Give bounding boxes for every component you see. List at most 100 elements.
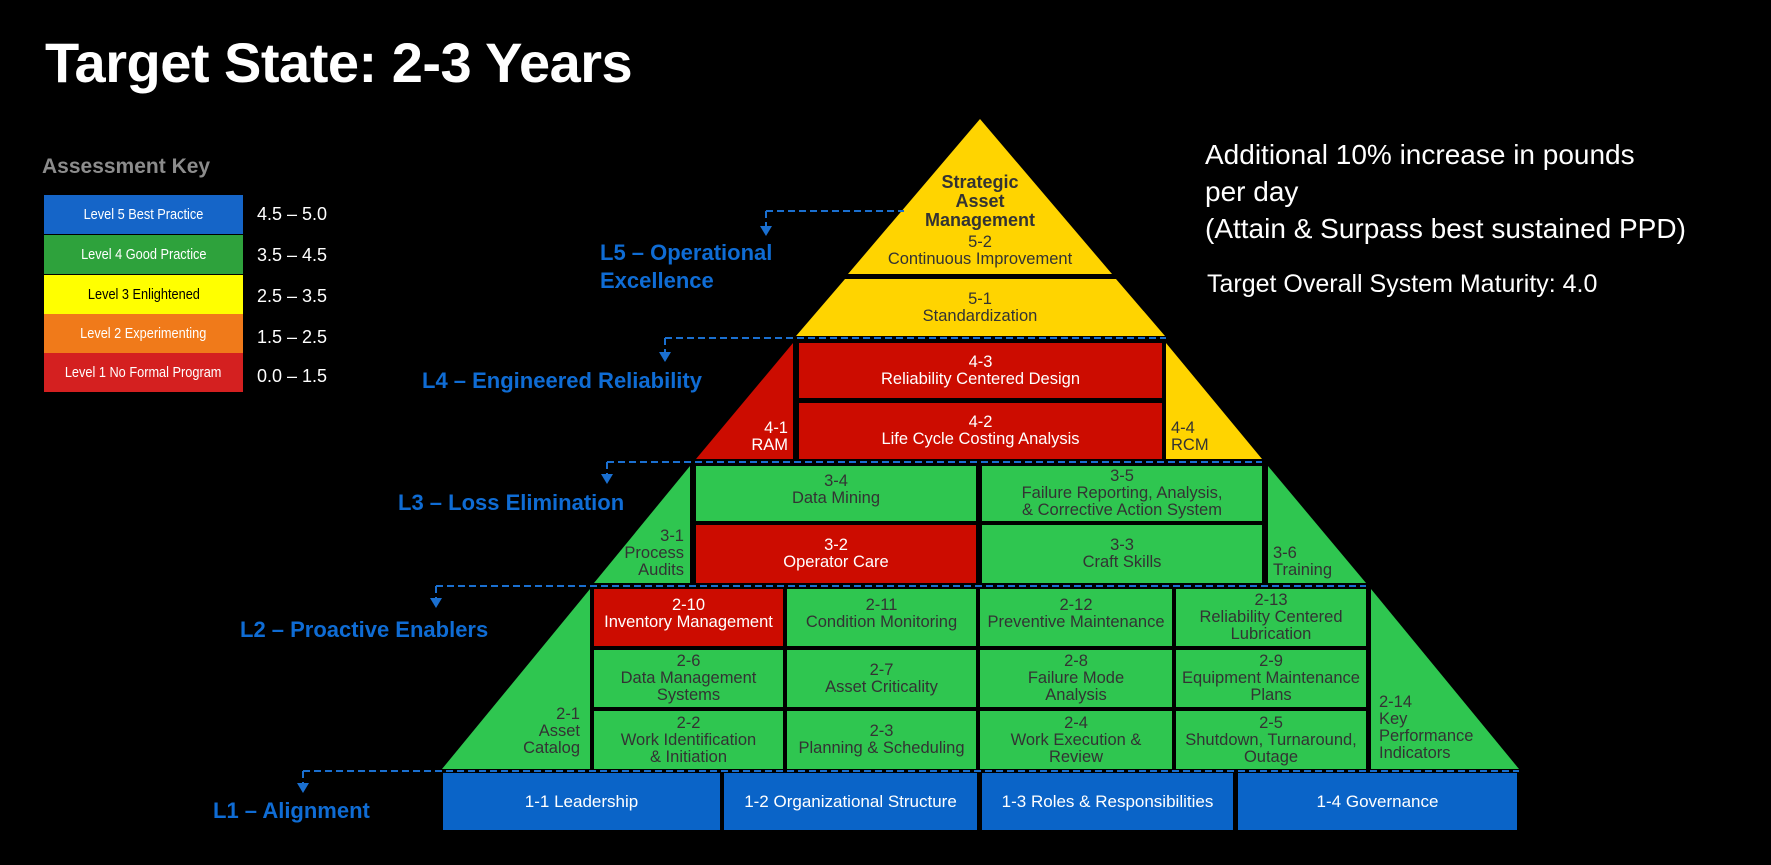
- key-range-4: 3.5 – 4.5: [257, 245, 328, 265]
- key-range-3: 2.5 – 3.5: [257, 286, 328, 306]
- item-id: 4-4: [1171, 419, 1195, 437]
- arrow-down-icon: [659, 352, 671, 362]
- item-id: 2-7: [869, 660, 894, 679]
- key-range-1: 0.0 – 1.5: [257, 366, 328, 386]
- l2-box-2-12: [980, 589, 1172, 646]
- item-name: Data Management: [620, 669, 757, 687]
- l2-box-2-10: [594, 589, 783, 646]
- l2-box-2-2: [594, 711, 783, 769]
- l2-box-2-11: [787, 589, 976, 646]
- goal-line-2: per day: [1205, 176, 1299, 207]
- key-level-3: Level 3 Enlightened: [44, 275, 243, 314]
- item-name: Analysis: [1045, 686, 1107, 704]
- goal-text: Additional 10% increase in pounds per da…: [1205, 136, 1686, 247]
- level-label-l2: L2 – Proactive Enablers: [240, 617, 489, 642]
- l4-box-4-3: [799, 343, 1162, 398]
- level-label-l3: L3 – Loss Elimination: [398, 490, 625, 515]
- item-4-4: 4-4 RCM: [1171, 420, 1209, 454]
- item-2-11: 2-11 Condition Monitoring: [787, 589, 976, 639]
- l2-box-2-3: [787, 711, 976, 769]
- target-maturity: Target Overall System Maturity: 4.0: [1207, 270, 1598, 298]
- item-name: & Corrective Action System: [1022, 501, 1222, 519]
- item-name: Preventive Maintenance: [987, 613, 1165, 631]
- item-id: 2-8: [1064, 652, 1088, 670]
- item-name: Equipment Maintenance: [1182, 669, 1360, 687]
- item-name: Asset Criticality: [825, 677, 938, 696]
- item-3-4: 3-4 Data Mining: [696, 466, 976, 514]
- item-id: 2-9: [1259, 652, 1283, 670]
- item-5-1: 5-1 Standardization: [860, 288, 1100, 328]
- item-id: 2-12: [1059, 596, 1093, 614]
- item-id: 3-1: [660, 527, 684, 545]
- item-id: 2-13: [1254, 591, 1288, 609]
- l3-box-3-4: [696, 466, 976, 521]
- item-name: Life Cycle Costing Analysis: [881, 430, 1080, 448]
- item-name: Plans: [1250, 686, 1292, 704]
- item-id: 3-6: [1273, 544, 1297, 562]
- item-id: 2-2: [676, 713, 701, 732]
- level-label-l4: L4 – Engineered Reliability: [422, 368, 702, 393]
- item-id: 2-1: [556, 705, 580, 723]
- l4-triangle-4-1: [696, 343, 793, 459]
- strategic-asset-management-title: Strategic Asset Management: [880, 172, 1080, 230]
- item-name: Failure Mode: [1027, 669, 1125, 687]
- item-name: Operator Care: [783, 553, 889, 571]
- item-2-10: 2-10 Inventory Management: [594, 589, 783, 639]
- item-id: 5-1: [968, 290, 992, 308]
- arrow-icons: [297, 226, 772, 793]
- l3-box-3-5: [982, 466, 1262, 521]
- item-name: Shutdown, Turnaround,: [1185, 730, 1357, 749]
- item-name: Indicators: [1379, 744, 1451, 762]
- item-1-3-roles-responsibilities: 1-3 Roles & Responsibilities: [982, 773, 1233, 830]
- item-2-9: 2-9 Equipment Maintenance Plans: [1176, 650, 1366, 707]
- item-1-2-organizational-structure: 1-2 Organizational Structure: [724, 773, 977, 830]
- apex-title-line: Strategic: [941, 171, 1019, 192]
- key-level-5: Level 5 Best Practice: [44, 195, 243, 234]
- item-5-2: 5-2 Continuous Improvement: [860, 232, 1100, 270]
- l2-triangle-2-1: [442, 589, 590, 769]
- item-3-1: 3-1 Process Audits: [610, 528, 684, 579]
- l2-box-2-8: [980, 650, 1172, 707]
- item-name: Performance: [1379, 727, 1474, 745]
- key-level-4: Level 4 Good Practice: [44, 235, 243, 274]
- item-id: 2-4: [1064, 713, 1088, 732]
- assessment-key-title: Assessment Key: [42, 155, 211, 178]
- item-id: 3-2: [824, 536, 848, 554]
- item-id: 2-3: [869, 722, 894, 740]
- item-name: Condition Monitoring: [805, 613, 958, 631]
- l2-box-2-4: [980, 711, 1172, 769]
- l2-box-2-13: [1176, 589, 1366, 646]
- page-title: Target State: 2-3 Years: [45, 31, 633, 94]
- item-name: RAM: [751, 436, 788, 454]
- item-id: 4-2: [968, 413, 993, 431]
- l3-triangle-3-6: [1268, 466, 1366, 583]
- item-2-5: 2-5 Shutdown, Turnaround, Outage: [1176, 711, 1366, 769]
- item-name: Planning & Scheduling: [798, 739, 965, 757]
- item-3-2: 3-2 Operator Care: [696, 525, 976, 583]
- item-2-6: 2-6 Data Management Systems: [594, 650, 783, 707]
- item-name: Lubrication: [1230, 625, 1312, 643]
- item-id: 4-1: [764, 419, 788, 437]
- item-2-13: 2-13 Reliability Centered Lubrication: [1176, 589, 1366, 646]
- item-name: Data Mining: [791, 489, 881, 507]
- item-2-8: 2-8 Failure Mode Analysis: [980, 650, 1172, 707]
- item-4-3: 4-3 Reliability Centered Design: [799, 343, 1162, 398]
- l5-band-5-1: [796, 279, 1165, 336]
- item-name: Continuous Improvement: [887, 250, 1073, 268]
- item-2-3: 2-3 Planning & Scheduling: [787, 711, 976, 769]
- item-id: 3-4: [824, 472, 848, 490]
- l5-label-line-1: L5 – Operational: [600, 240, 773, 265]
- item-name: Review: [1048, 747, 1104, 766]
- item-name: Reliability Centered Design: [880, 369, 1080, 388]
- item-name: Work Identification: [620, 730, 757, 749]
- goal-line-1: Additional 10% increase in pounds: [1205, 139, 1635, 170]
- l5-apex-5-2: [848, 119, 1112, 274]
- item-id: 2-5: [1259, 713, 1283, 732]
- arrow-down-icon: [297, 783, 309, 793]
- item-name: Inventory Management: [604, 613, 773, 631]
- item-name: Training: [1273, 561, 1332, 579]
- goal-line-3: (Attain & Surpass best sustained PPD): [1205, 213, 1686, 244]
- item-name: Asset: [538, 722, 580, 740]
- item-2-7: 2-7 Asset Criticality: [787, 650, 976, 707]
